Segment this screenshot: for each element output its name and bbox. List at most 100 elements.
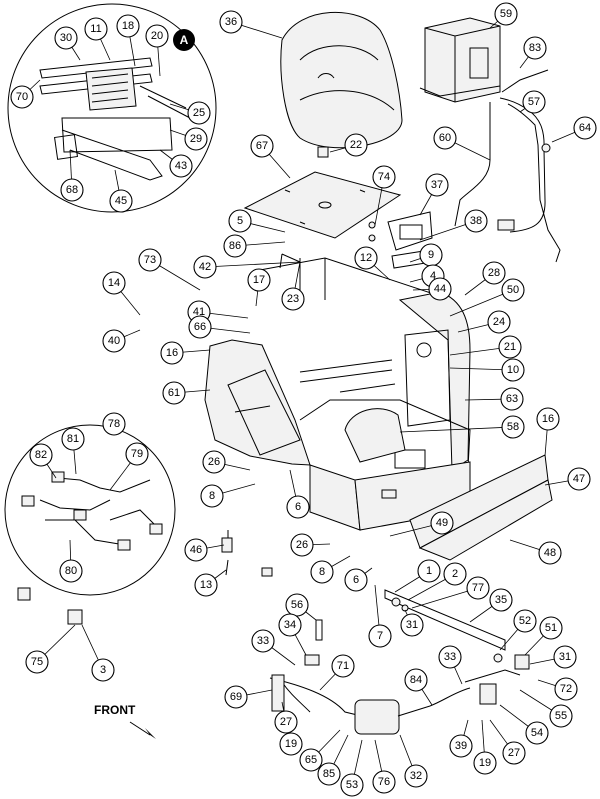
callout-number: 39	[455, 740, 467, 752]
callout-38: 38	[464, 209, 488, 233]
callout-23: 23	[281, 287, 305, 311]
callout-number: 37	[431, 179, 443, 191]
callout-21: 21	[498, 335, 522, 359]
callout-60: 60	[433, 126, 457, 150]
callout-53: 53	[340, 773, 364, 797]
callout-number: 12	[360, 252, 372, 264]
callout-30: 30	[54, 26, 78, 50]
callout-number: 35	[495, 594, 507, 606]
callout-25: 25	[187, 101, 211, 125]
callout-8: 8	[200, 484, 224, 508]
callout-58: 58	[501, 415, 525, 439]
callout-24: 24	[487, 310, 511, 334]
chassis-body-part	[204, 257, 553, 561]
callout-3: 3	[91, 658, 115, 682]
callout-67: 67	[250, 134, 274, 158]
callout-9: 9	[419, 243, 443, 267]
callout-number: 27	[280, 716, 292, 728]
callout-number: 48	[544, 547, 556, 559]
callout-number: 5	[237, 215, 243, 227]
callout-number: 31	[559, 651, 571, 663]
callout-number: 71	[337, 660, 349, 672]
callout-27: 27	[502, 741, 526, 765]
callout-78: 78	[102, 412, 126, 436]
detail-a-badge: A	[173, 29, 195, 51]
callout-17: 17	[247, 268, 271, 292]
callout-number: 13	[200, 579, 212, 591]
callout-number: 49	[436, 517, 448, 529]
callout-number: 69	[230, 691, 242, 703]
callout-number: 52	[519, 615, 531, 627]
callout-26: 26	[290, 533, 314, 557]
callout-79: 79	[125, 442, 149, 466]
callout-number: 40	[108, 335, 120, 347]
callout-44: 44	[428, 277, 452, 301]
callout-22: 22	[344, 133, 368, 157]
callout-81: 81	[61, 427, 85, 451]
callout-number: 80	[65, 565, 77, 577]
callout-number: 36	[225, 16, 237, 28]
callout-26: 26	[202, 450, 226, 474]
callout-number: 14	[108, 277, 120, 289]
callout-number: 85	[323, 768, 335, 780]
callout-number: 22	[350, 139, 362, 151]
callout-number: 26	[296, 539, 308, 551]
callout-48: 48	[538, 541, 562, 565]
callout-80: 80	[59, 559, 83, 583]
callout-number: 56	[291, 599, 303, 611]
callout-64: 64	[573, 116, 597, 140]
callout-12: 12	[354, 246, 378, 270]
leader-line	[399, 426, 514, 433]
seat-plate-part	[243, 171, 402, 239]
callout-number: 81	[67, 433, 79, 445]
callout-42: 42	[193, 255, 217, 279]
callout-number: 18	[122, 20, 134, 32]
callout-number: 54	[531, 727, 543, 739]
callout-75: 75	[25, 650, 49, 674]
callout-61: 61	[162, 381, 186, 405]
callout-19: 19	[279, 732, 303, 756]
callout-number: 25	[193, 107, 205, 119]
callout-52: 52	[513, 609, 537, 633]
callout-63: 63	[500, 387, 524, 411]
callout-number: 43	[175, 160, 187, 172]
callout-number: 23	[287, 293, 299, 305]
callout-33: 33	[438, 645, 462, 669]
callout-74: 74	[372, 165, 396, 189]
callout-number: 33	[257, 635, 269, 647]
callout-43: 43	[169, 154, 193, 178]
callout-29: 29	[184, 127, 208, 151]
callout-57: 57	[522, 90, 546, 114]
callout-11: 11	[84, 17, 108, 41]
callout-13: 13	[194, 573, 218, 597]
harness-detail-view	[4, 424, 176, 596]
callout-27: 27	[274, 710, 298, 734]
callout-number: 78	[108, 418, 120, 430]
callout-number: 1	[426, 565, 432, 577]
controller-box-part	[419, 17, 501, 103]
callout-number: 73	[144, 254, 156, 266]
callout-number: 67	[256, 140, 268, 152]
callout-82: 82	[29, 443, 53, 467]
callout-number: 4	[430, 270, 436, 282]
callout-65: 65	[299, 748, 323, 772]
callout-71: 71	[331, 654, 355, 678]
callout-16: 16	[536, 407, 560, 431]
callout-14: 14	[102, 271, 126, 295]
callout-number: 6	[353, 574, 359, 586]
callout-number: 61	[168, 387, 180, 399]
callout-number: 60	[439, 132, 451, 144]
callout-number: 10	[507, 364, 519, 376]
callout-45: 45	[109, 189, 133, 213]
callout-72: 72	[554, 677, 578, 701]
callout-51: 51	[539, 616, 563, 640]
callout-6: 6	[286, 495, 310, 519]
detail-a-view	[7, 3, 217, 213]
callout-number: 16	[542, 413, 554, 425]
callout-46: 46	[184, 538, 208, 562]
callout-number: 24	[493, 316, 505, 328]
callout-number: 27	[508, 747, 520, 759]
callout-2: 2	[443, 562, 467, 586]
callout-number: 83	[529, 42, 541, 54]
callout-35: 35	[489, 588, 513, 612]
